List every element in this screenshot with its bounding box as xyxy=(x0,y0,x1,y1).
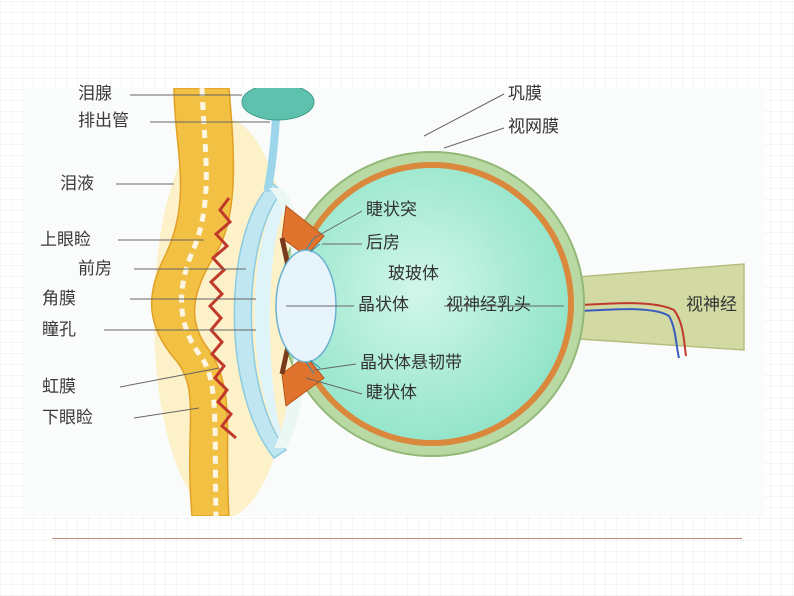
label-iris: 虹膜 xyxy=(42,377,76,397)
ciliary-body-shape xyxy=(281,355,325,407)
label-retina: 视网膜 xyxy=(508,117,559,137)
label-cornea: 角膜 xyxy=(42,289,76,309)
drainage-duct-shape xyxy=(264,114,280,192)
label-sclera: 巩膜 xyxy=(508,84,542,104)
label-ciliary-process: 睫状突 xyxy=(366,200,417,220)
label-pupil: 瞳孔 xyxy=(42,320,76,340)
label-optic-nerve: 视神经 xyxy=(686,295,737,315)
slide-divider xyxy=(52,538,742,539)
nerve-vessel-blue xyxy=(563,308,680,359)
eye-diagram: 泪腺 排出管 泪液 上眼睑 前房 角膜 瞳孔 虹膜 下眼睑 巩膜 视网膜 睫状突… xyxy=(24,84,764,516)
label-anterior-chamber: 前房 xyxy=(78,259,112,279)
label-ciliary-body: 睫状体 xyxy=(366,383,417,403)
vitreous-shape xyxy=(296,168,568,440)
label-drainage-duct: 排出管 xyxy=(78,111,129,131)
label-optic-disc: 视神经乳头 xyxy=(446,295,531,315)
cornea-shape xyxy=(233,181,288,460)
label-lens: 晶状体 xyxy=(358,295,409,315)
zonule-fibers xyxy=(305,237,321,375)
label-lacrimal-gland: 泪腺 xyxy=(78,84,112,104)
label-lower-eyelid: 下眼睑 xyxy=(42,408,93,428)
label-posterior-chamber: 后房 xyxy=(366,233,400,253)
anterior-chamber-shape xyxy=(254,192,289,450)
leader-lines xyxy=(104,93,564,419)
label-upper-eyelid: 上眼睑 xyxy=(40,230,91,250)
label-vitreous-body: 玻玻体 xyxy=(388,264,439,284)
lacrimal-gland-shape xyxy=(241,88,315,121)
label-tears: 泪液 xyxy=(60,174,94,194)
nerve-vessel-red xyxy=(563,302,687,357)
label-zonule: 晶状体悬韧带 xyxy=(360,353,462,373)
eye-illustration xyxy=(104,88,745,516)
conjunctiva xyxy=(207,197,237,440)
eyelid-texture xyxy=(179,88,219,516)
eyelid-band xyxy=(151,88,235,516)
